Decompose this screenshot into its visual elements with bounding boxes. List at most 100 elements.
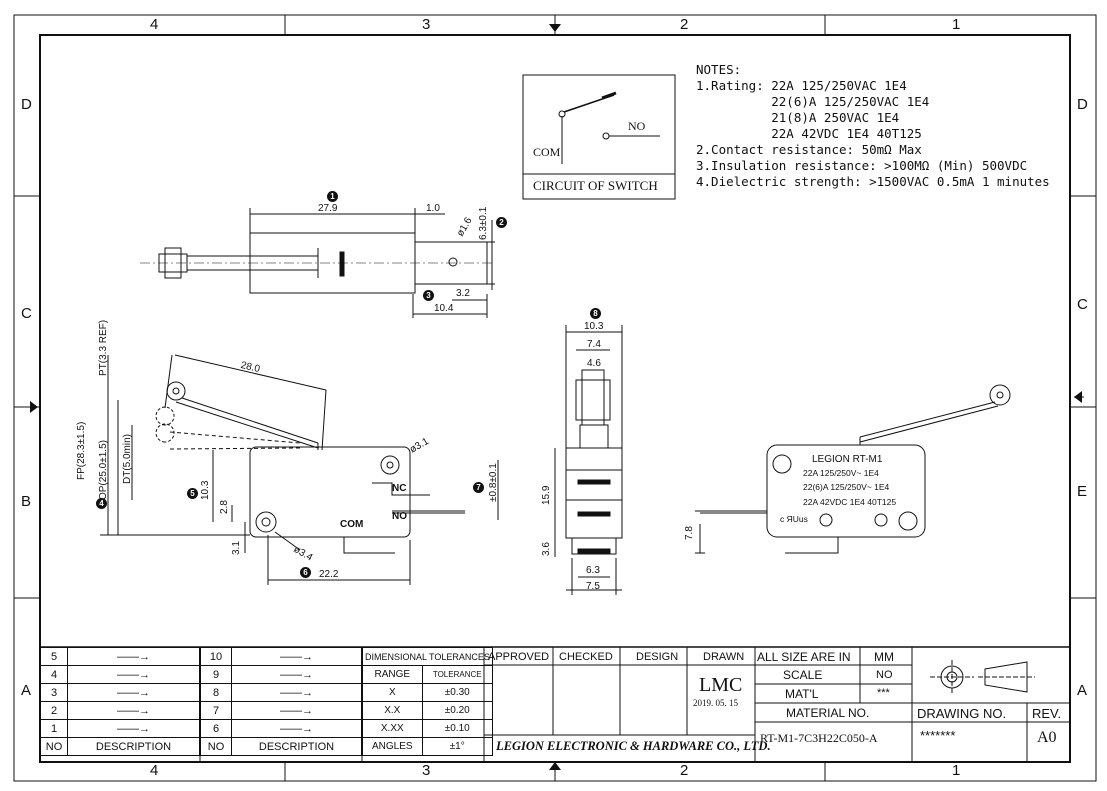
note-line: 21(8)A 250VAC 1E4 <box>696 110 900 125</box>
revision-num: 1 <box>40 719 68 738</box>
note-line: 4.Dielectric strength: >1500VAC 0.5mA 1 … <box>696 174 1050 189</box>
tolerance-header: TOLERANCE <box>421 665 493 684</box>
revision-desc: ——→ <box>67 665 200 684</box>
dim-label: DT(5.0min) <box>122 433 133 484</box>
notes-block: NOTES: 1.Rating: 22A 125/250VAC 1E4 22(6… <box>696 62 1050 190</box>
zone-col-3-top: 3 <box>422 16 431 33</box>
matl-value: *** <box>877 687 890 699</box>
revision-num: 10 <box>200 647 232 666</box>
side-view-drawing <box>100 354 499 585</box>
label-rating-line: 22A 125/250V~ 1E4 <box>803 468 879 478</box>
drawing-no-label: DRAWING NO. <box>917 706 1007 721</box>
dim-label: 22.2 <box>319 569 339 580</box>
note-line: 22(6)A 125/250VAC 1E4 <box>696 94 930 109</box>
revision-desc: ——→ <box>67 719 200 738</box>
terminal-no-label: NO <box>392 511 407 522</box>
scale-value: NO <box>876 669 893 681</box>
dim-label: 3.1 <box>231 541 242 555</box>
zone-col-3-bottom: 3 <box>422 762 431 779</box>
tolerance-range: X.X <box>362 701 423 720</box>
dim-label: 1.0 <box>426 203 440 214</box>
dim-label: 15.9 <box>541 485 552 505</box>
zone-col-4-top: 4 <box>150 16 159 33</box>
material-no: RT-M1-7C3H22C050-A <box>760 731 878 745</box>
note-line: 1.Rating: 22A 125/250VAC 1E4 <box>696 78 907 93</box>
checked-header: CHECKED <box>559 651 613 663</box>
zone-row-a-left: A <box>21 682 32 699</box>
dim-label: 3.6 <box>541 542 552 556</box>
dim-label: 10.3 <box>584 321 604 332</box>
zone-col-2-top: 2 <box>680 16 689 33</box>
zone-col-4-bottom: 4 <box>150 762 159 779</box>
circuit-no-label: NO <box>628 119 646 133</box>
zone-col-1-bottom: 1 <box>952 762 961 779</box>
label-view-drawing <box>695 384 1011 554</box>
end-view-drawing <box>554 325 623 595</box>
label-rating-line: 22(6)A 125/250V~ 1E4 <box>803 482 890 492</box>
note-line: 2.Contact resistance: 50mΩ Max <box>696 142 922 157</box>
dim-label: 7.4 <box>587 339 601 350</box>
dim-label: 27.9 <box>318 203 338 214</box>
dim-label: ±0.8±0.1 <box>488 463 499 502</box>
revision-num: 7 <box>200 701 232 720</box>
revision-desc: ——→ <box>231 719 362 738</box>
revision-desc: ——→ <box>231 701 362 720</box>
circuit-com-label: COM <box>533 145 561 159</box>
tolerance-value: ±0.10 <box>421 719 493 738</box>
rev-label: REV. <box>1032 706 1062 721</box>
zone-col-2-bottom: 2 <box>680 762 689 779</box>
balloon-4: 4 <box>96 498 107 509</box>
revision-num: 8 <box>200 683 232 702</box>
zone-row-b-left: B <box>21 493 32 510</box>
dim-label: 10.3 <box>200 480 211 500</box>
revision-desc: ——→ <box>67 683 200 702</box>
label-cert-marks: c ЯUus <box>780 514 808 524</box>
balloon-1: 1 <box>327 191 338 202</box>
note-line: 22A 42VDC 1E4 40T125 <box>696 126 922 141</box>
dim-label: OP(25.0±1.5) <box>98 440 109 500</box>
size-label: ALL SIZE ARE IN <box>757 650 851 664</box>
top-view-drawing <box>140 208 495 318</box>
revision-desc: ——→ <box>231 683 362 702</box>
revision-no-header: NO <box>200 737 232 756</box>
dim-label: 10.4 <box>434 303 454 314</box>
revision-num: 5 <box>40 647 68 666</box>
revision-desc: ——→ <box>67 701 200 720</box>
dim-label: 6.3±0.1 <box>478 206 489 240</box>
drawn-by: LMC <box>699 674 743 696</box>
balloon-6: 6 <box>300 567 311 578</box>
revision-desc-header: DESCRIPTION <box>231 737 362 756</box>
revision-num: 9 <box>200 665 232 684</box>
tolerance-title: DIMENSIONAL TOLERANCES <box>362 647 493 666</box>
revision-desc-header: DESCRIPTION <box>67 737 200 756</box>
zone-row-c-right: C <box>1077 296 1088 313</box>
circuit-caption: CIRCUIT OF SWITCH <box>533 178 658 193</box>
zone-row-c-left: C <box>21 305 32 322</box>
revision-num: 3 <box>40 683 68 702</box>
size-unit: MM <box>874 650 894 664</box>
drawing-no: ******* <box>920 728 956 743</box>
dim-label: 4.6 <box>587 358 601 369</box>
revision-num: 4 <box>40 665 68 684</box>
zone-row-d-left: D <box>21 96 32 113</box>
balloon-3: 3 <box>423 290 434 301</box>
dim-label: 3.2 <box>456 288 470 299</box>
dim-label: 7.5 <box>586 581 600 592</box>
zone-row-a-right: A <box>1077 682 1088 699</box>
circuit-diagram <box>522 74 676 200</box>
scale-label: SCALE <box>783 668 823 682</box>
balloon-8: 8 <box>590 308 601 319</box>
matl-label: MAT'L <box>785 687 819 701</box>
material-no-label: MATERIAL NO. <box>786 706 870 720</box>
approved-header: APPROVED <box>488 651 550 663</box>
revision-desc: ——→ <box>231 665 362 684</box>
revision-num: 2 <box>40 701 68 720</box>
dim-label: FP(28.3±1.5) <box>76 421 87 480</box>
revision-no-header: NO <box>40 737 68 756</box>
note-line: 3.Insulation resistance: >100MΩ (Min) 50… <box>696 158 1028 173</box>
company-name: LEGION ELECTRONIC & HARDWARE CO., LTD. <box>496 739 771 753</box>
label-brand: LEGION RT-M1 <box>812 454 883 465</box>
